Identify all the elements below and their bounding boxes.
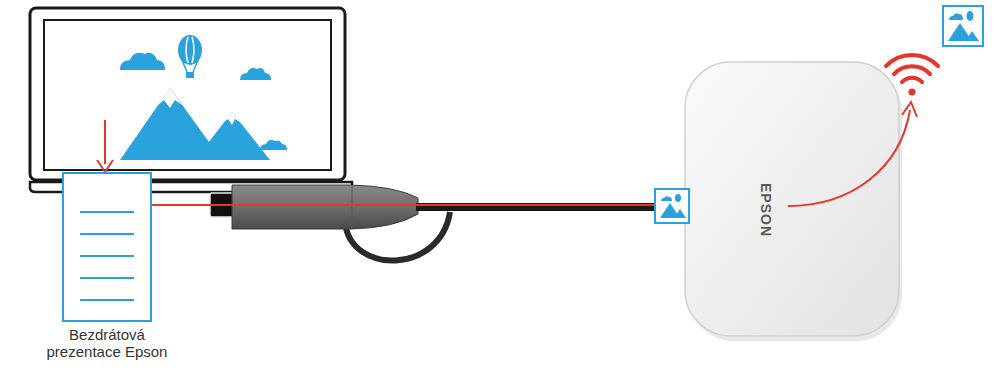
image-token <box>655 189 689 223</box>
image-token <box>943 6 983 46</box>
wifi-symbol <box>886 55 938 96</box>
signal-line <box>152 204 685 206</box>
wireless-device: EPSON <box>685 62 899 336</box>
brand-label: EPSON <box>758 183 774 237</box>
document-lines <box>64 174 150 320</box>
document-icon: Bezdrátová prezentace Epson <box>62 172 152 322</box>
caption-label: Bezdrátová prezentace Epson <box>32 326 182 360</box>
